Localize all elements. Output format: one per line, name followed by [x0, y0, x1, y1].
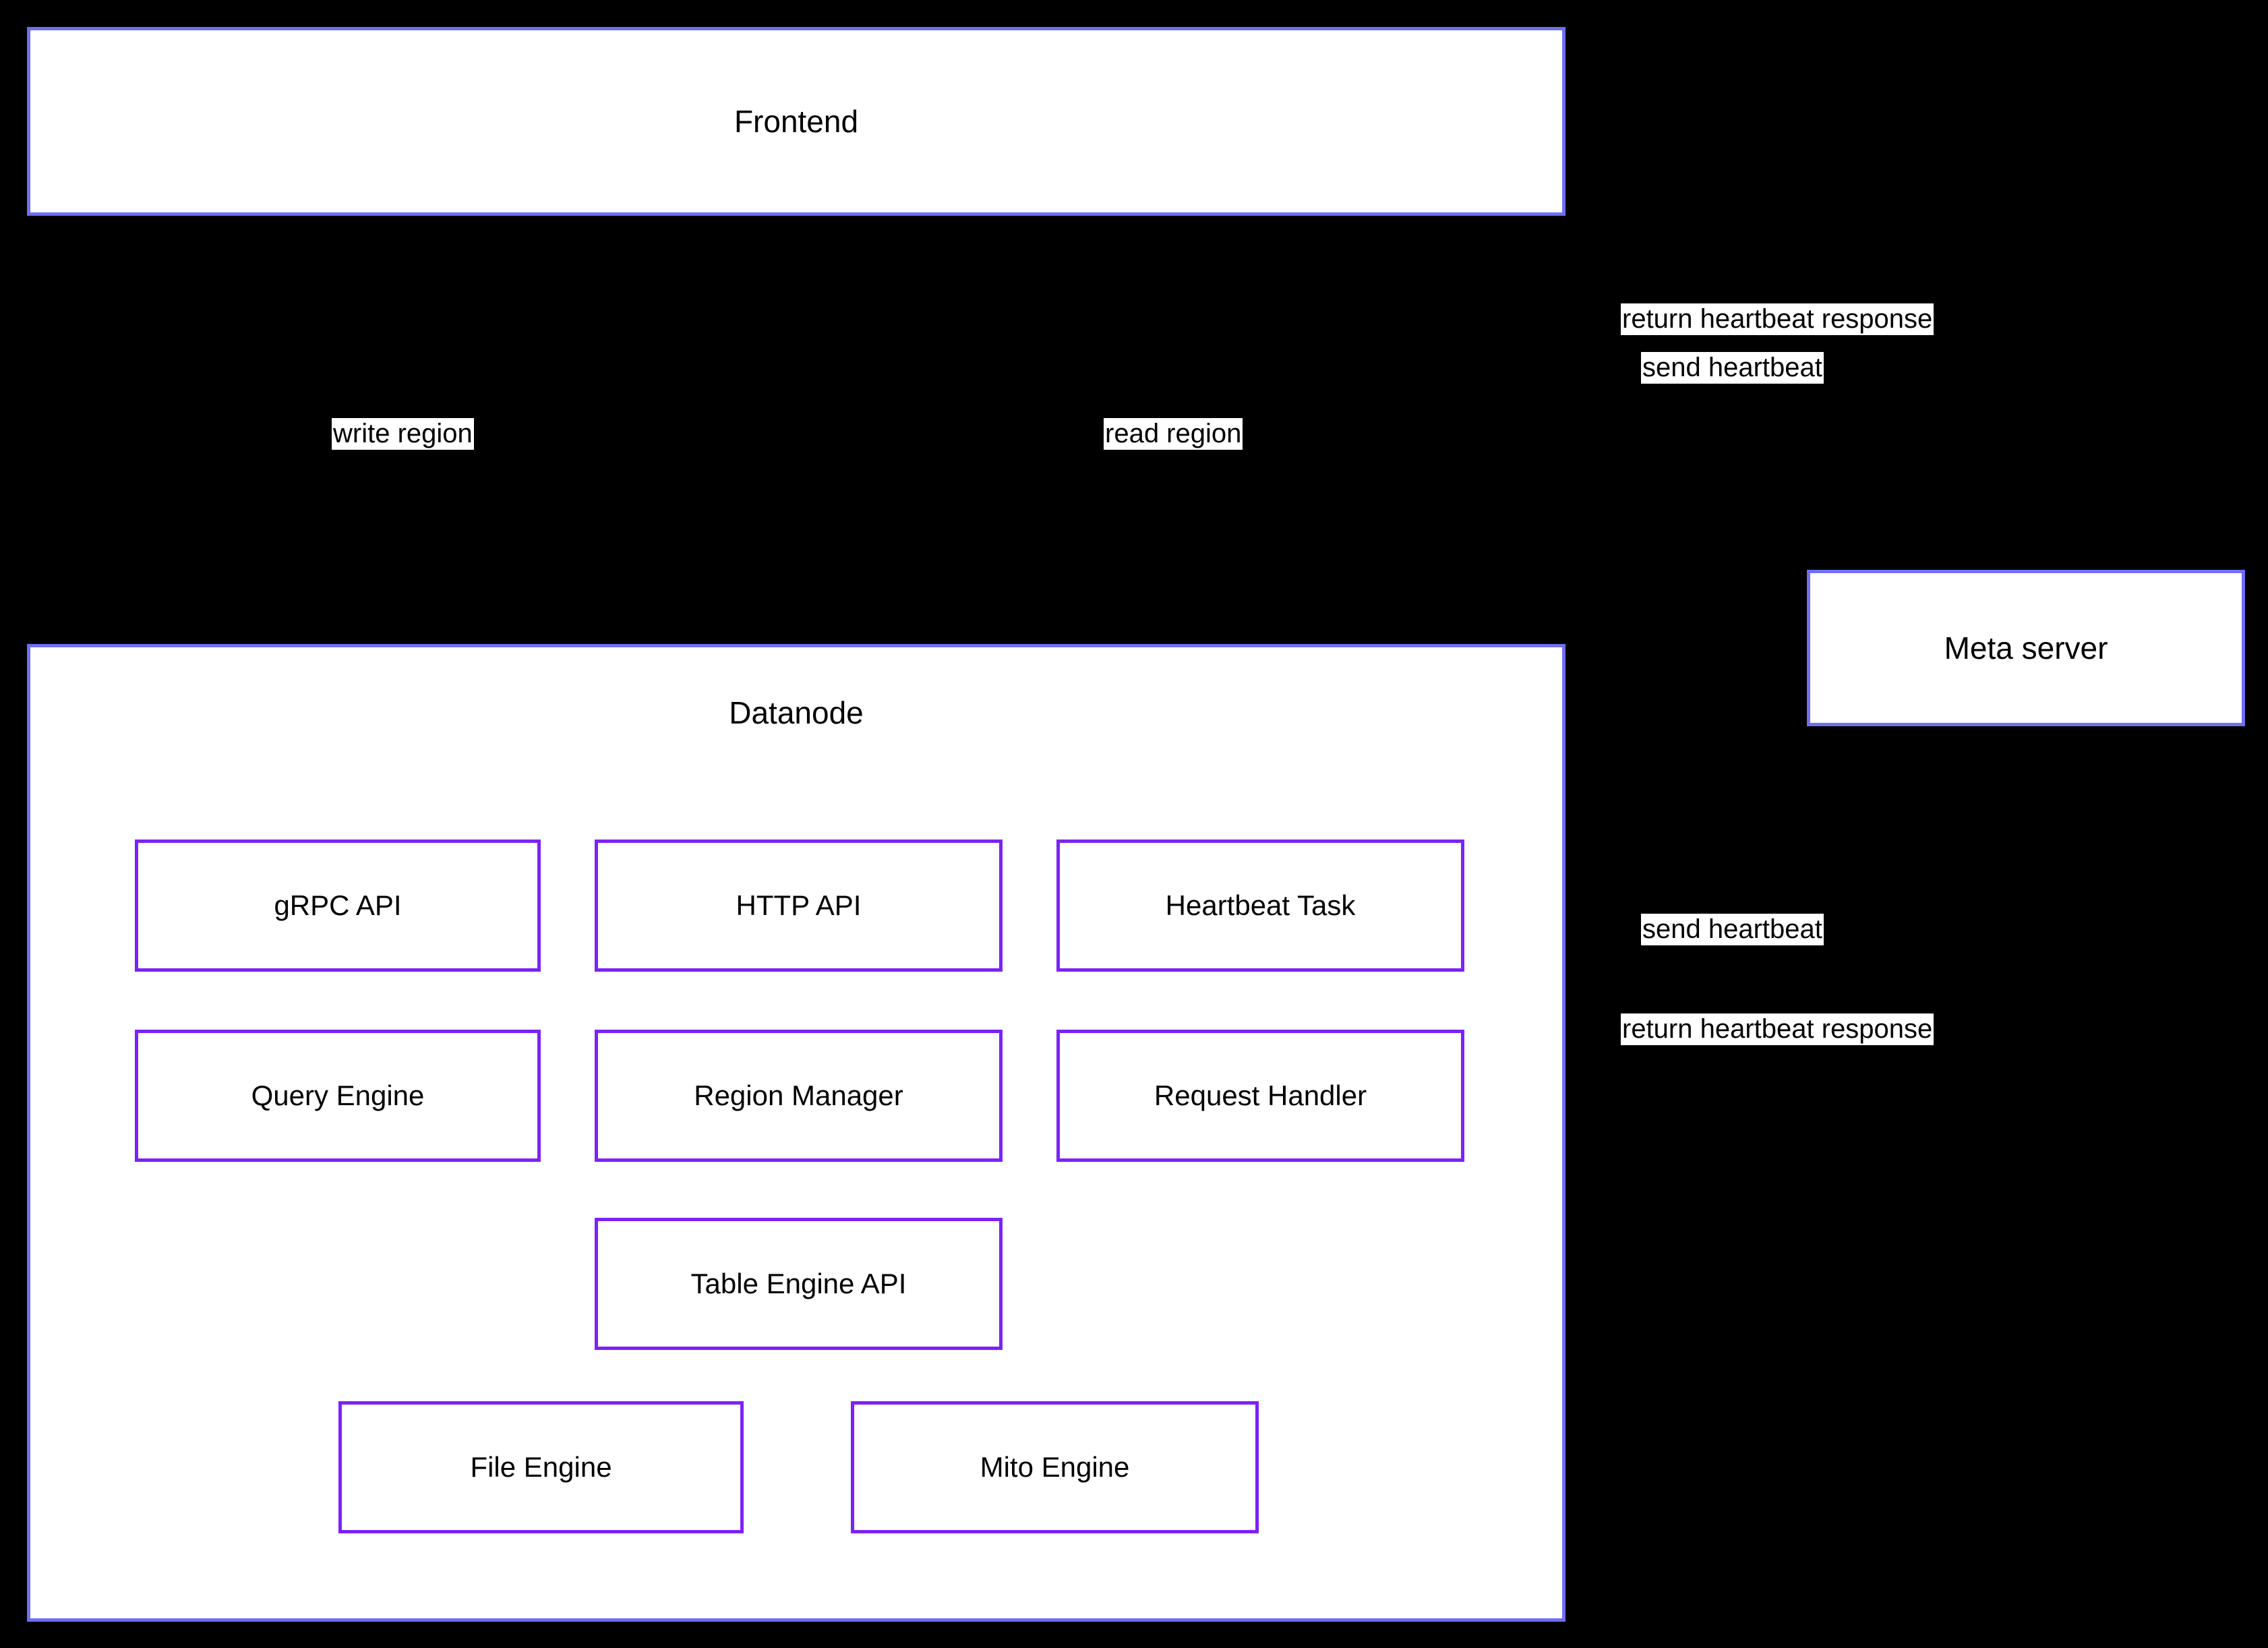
edge-label-datanode-return-heartbeat-response: return heartbeat response	[1621, 1013, 1934, 1045]
subnode-file-engine-label: File Engine	[470, 1451, 612, 1483]
subnode-table-engine-api-label: Table Engine API	[690, 1268, 907, 1299]
subnode-query-engine[interactable]: Query Engine	[135, 1030, 541, 1162]
edge-label-read-region: read region	[1104, 418, 1243, 450]
subnode-grpc-api-label: gRPC API	[274, 889, 402, 921]
node-datanode-label: Datanode	[729, 695, 864, 730]
edge-label-frontend-return-heartbeat-response: return heartbeat response	[1621, 303, 1934, 335]
subnode-mito-engine[interactable]: Mito Engine	[851, 1401, 1259, 1533]
node-frontend[interactable]: Frontend	[27, 27, 1565, 216]
subnode-request-handler[interactable]: Request Handler	[1056, 1030, 1464, 1162]
edge-label-write-region: write region	[332, 418, 474, 450]
subnode-heartbeat-task[interactable]: Heartbeat Task	[1056, 840, 1464, 972]
edge-label-frontend-send-heartbeat: send heartbeat	[1641, 352, 1824, 384]
subnode-heartbeat-task-label: Heartbeat Task	[1165, 889, 1356, 921]
subnode-http-api-label: HTTP API	[736, 889, 862, 921]
edge-label-datanode-send-heartbeat: send heartbeat	[1641, 914, 1824, 945]
subnode-request-handler-label: Request Handler	[1154, 1080, 1367, 1111]
node-frontend-label: Frontend	[734, 103, 859, 139]
subnode-http-api[interactable]: HTTP API	[595, 840, 1003, 972]
subnode-query-engine-label: Query Engine	[251, 1080, 425, 1111]
node-meta-server[interactable]: Meta server	[1807, 570, 2245, 726]
edge-meta-to-frontend-response	[1555, 297, 1960, 570]
subnode-region-manager-label: Region Manager	[694, 1080, 903, 1111]
subnode-region-manager[interactable]: Region Manager	[595, 1030, 1003, 1162]
node-meta-server-label: Meta server	[1944, 630, 2108, 666]
subnode-mito-engine-label: Mito Engine	[980, 1451, 1130, 1483]
subnode-table-engine-api[interactable]: Table Engine API	[595, 1218, 1003, 1350]
subnode-file-engine[interactable]: File Engine	[338, 1401, 744, 1533]
subnode-grpc-api[interactable]: gRPC API	[135, 840, 541, 972]
